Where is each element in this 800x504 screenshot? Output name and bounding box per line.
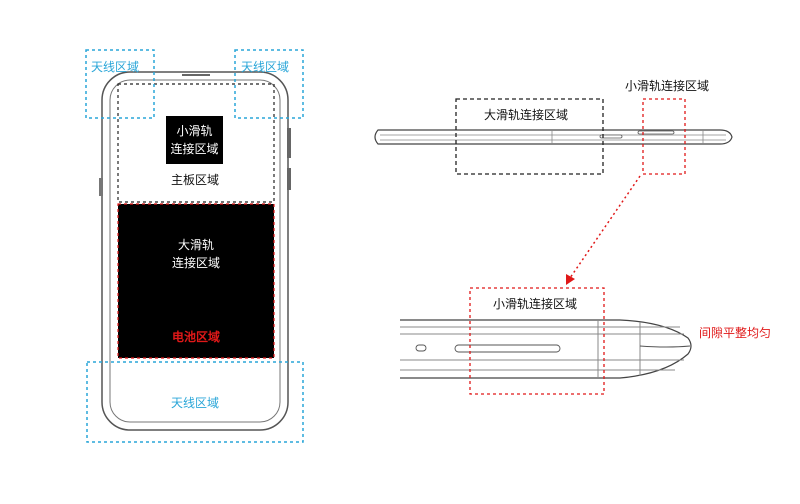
mainboard-label: 主板区域	[170, 173, 219, 187]
large-rail-side-region	[455, 98, 604, 175]
gap-note-label: 间隙平整均匀	[699, 326, 772, 340]
battery-region-outline	[117, 203, 275, 359]
large-rail-label-line1: 大滑轨	[177, 238, 214, 252]
small-rail-label-line2: 连接区域	[170, 142, 219, 156]
antenna-label-top-left: 天线区域	[91, 60, 140, 74]
small-rail-label-line1: 小滑轨	[176, 124, 213, 138]
small-rail-box-front	[166, 116, 223, 164]
phone-side-view	[374, 129, 733, 145]
small-rail-detail-label: 小滑轨连接区域	[493, 297, 578, 311]
small-rail-side-label: 小滑轨连接区域	[625, 79, 710, 93]
large-rail-side-label: 大滑轨连接区域	[484, 108, 569, 122]
antenna-region-bottom	[86, 361, 304, 443]
small-rail-detail-region	[469, 287, 605, 395]
antenna-region-top-right	[234, 49, 304, 119]
battery-region	[118, 204, 274, 358]
small-rail-side-region	[642, 98, 686, 175]
zoom-arrow-line	[569, 175, 641, 279]
battery-label: 电池区域	[171, 330, 220, 344]
antenna-region-top-left	[85, 49, 155, 119]
large-rail-label-line2: 连接区域	[171, 256, 220, 270]
antenna-label-top-right: 天线区域	[241, 60, 290, 74]
antenna-label-bottom: 天线区域	[170, 396, 219, 410]
mainboard-region	[117, 83, 275, 203]
phone-detail-view	[400, 319, 692, 379]
zoom-arrow-head	[566, 274, 575, 285]
